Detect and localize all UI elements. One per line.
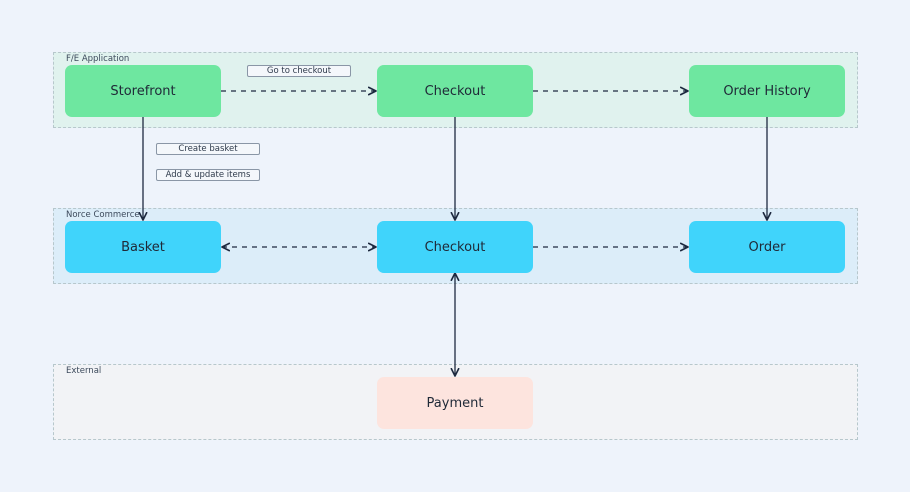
node-order-history-label: Order History	[723, 83, 811, 99]
edge-label-go-to-checkout: Go to checkout	[247, 65, 351, 77]
node-nc-checkout-label: Checkout	[424, 239, 486, 255]
group-commerce-label: Norce Commerce	[66, 210, 140, 220]
group-frontend-label: F/E Application	[66, 54, 130, 64]
node-fe-checkout-label: Checkout	[424, 83, 486, 99]
node-order[interactable]: Order	[689, 221, 845, 273]
node-nc-checkout[interactable]: Checkout	[377, 221, 533, 273]
node-basket[interactable]: Basket	[65, 221, 221, 273]
node-storefront-label: Storefront	[110, 83, 176, 99]
node-payment[interactable]: Payment	[377, 377, 533, 429]
node-storefront[interactable]: Storefront	[65, 65, 221, 117]
node-fe-checkout[interactable]: Checkout	[377, 65, 533, 117]
node-basket-label: Basket	[121, 239, 165, 255]
node-order-history[interactable]: Order History	[689, 65, 845, 117]
group-external-label: External	[66, 366, 102, 376]
edge-label-add-update-items: Add & update items	[156, 169, 260, 181]
node-payment-label: Payment	[426, 395, 484, 411]
node-order-label: Order	[748, 239, 786, 255]
edge-label-create-basket: Create basket	[156, 143, 260, 155]
